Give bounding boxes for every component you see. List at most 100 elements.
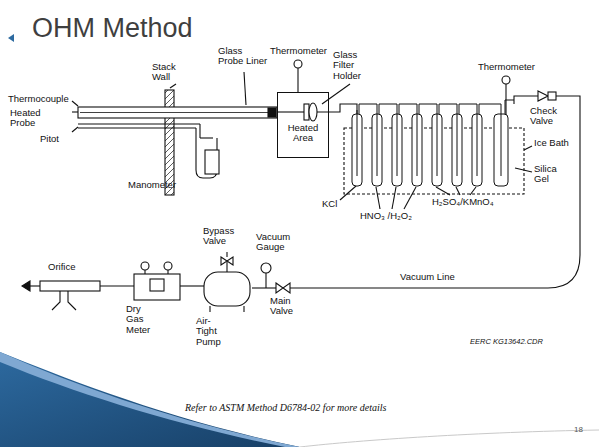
drawing-stroke xyxy=(276,283,290,293)
drawing-stroke xyxy=(317,104,357,114)
drawing-stroke xyxy=(309,103,317,121)
part-label: Bypass Valve xyxy=(203,226,243,247)
drawing-stroke xyxy=(100,285,134,286)
heated-zone-box: Heated Area xyxy=(277,92,329,158)
part-label: Pitot xyxy=(40,134,59,144)
drawing-stroke xyxy=(205,150,219,174)
drawing-stroke xyxy=(479,104,501,114)
drawing-stroke xyxy=(180,285,204,286)
drawing-stroke xyxy=(164,262,172,270)
drawing-stroke xyxy=(377,110,378,176)
drawing-stroke xyxy=(359,104,377,114)
drawing-stroke xyxy=(0,352,300,447)
drawing-stroke xyxy=(40,281,100,291)
drawing-stroke xyxy=(72,127,78,132)
drawing-stroke xyxy=(261,263,271,273)
drawing-stroke xyxy=(80,112,275,113)
drawing-stroke xyxy=(514,96,538,104)
drawing-stroke xyxy=(294,60,302,68)
drawing-stroke xyxy=(265,273,266,288)
drawing-stroke xyxy=(548,92,556,100)
drawing-stroke xyxy=(72,101,78,106)
drawing-stroke xyxy=(304,104,309,120)
drawing-stroke xyxy=(226,262,227,272)
drawing-stroke xyxy=(268,108,276,117)
part-label: HNO₃ /H₂O₂ xyxy=(360,211,412,221)
drawing-stroke xyxy=(340,186,356,200)
part-label: Vacuum Gauge xyxy=(256,232,296,253)
part-label: Air-Tight Pump xyxy=(196,316,230,347)
page-number: 18 xyxy=(574,426,583,435)
drawing-stroke xyxy=(290,96,580,288)
drawing-stroke xyxy=(417,110,418,176)
drawing-stroke xyxy=(252,287,276,288)
drawing-stroke xyxy=(134,274,180,300)
drawing-stroke xyxy=(501,110,502,176)
drawing-stroke xyxy=(538,91,548,101)
drawing-stroke xyxy=(399,104,417,114)
drawing-stroke xyxy=(515,168,532,172)
drawing-stroke xyxy=(352,100,514,186)
drawing-stroke xyxy=(502,76,510,84)
drawing-stroke xyxy=(477,110,478,176)
part-label: Ice Bath xyxy=(534,138,574,148)
part-label: Orifice xyxy=(48,262,75,272)
slide-title: OHM Method xyxy=(32,14,193,44)
drawing-stroke xyxy=(397,110,398,176)
drawing-stroke xyxy=(22,60,580,312)
drawing-stroke xyxy=(357,110,358,176)
drawing-stroke xyxy=(436,187,450,195)
drawing-stroke xyxy=(200,137,213,138)
drawing-stroke xyxy=(243,306,244,312)
part-label: H₂SO₄/KMnO₄ xyxy=(432,197,494,207)
drawing-stroke xyxy=(376,187,380,209)
drawing-stroke xyxy=(505,100,514,114)
drawing-stroke xyxy=(379,104,397,114)
drawing-stroke xyxy=(0,352,300,447)
drawing-stroke xyxy=(167,270,168,274)
drawing-stroke xyxy=(141,262,149,270)
drawing-stroke xyxy=(52,291,60,310)
drawing-stroke xyxy=(456,187,460,195)
part-label: Glass Probe Liner xyxy=(218,46,270,67)
drawing-stroke xyxy=(300,430,599,447)
part-label: KCl xyxy=(322,199,337,209)
drawing-stroke xyxy=(419,104,437,114)
drawing-stroke xyxy=(524,146,532,150)
part-label: Stack Wall xyxy=(152,62,182,83)
drawing-stroke xyxy=(204,272,250,306)
drawing-stroke xyxy=(404,187,416,209)
drawing-stroke xyxy=(78,107,277,118)
drawing-stroke xyxy=(199,124,200,138)
drawing-stroke xyxy=(437,110,438,176)
part-label: Manometer xyxy=(128,180,176,190)
drawing-stroke xyxy=(195,128,196,138)
drawing-stroke xyxy=(221,257,233,265)
drawing-stroke xyxy=(392,187,396,209)
drawing-id: EERC KG13642.CDR xyxy=(470,338,543,346)
drawing-stroke xyxy=(244,72,246,105)
drawing-stroke xyxy=(209,306,210,312)
drawing-stroke xyxy=(470,187,476,195)
part-label: Dry Gas Meter xyxy=(126,304,160,335)
part-label: Glass Filter Holder xyxy=(333,50,373,81)
drawing-stroke xyxy=(8,34,14,42)
drawing-stroke xyxy=(170,84,176,88)
drawing-stroke xyxy=(68,291,76,310)
drawing-stroke xyxy=(144,270,145,274)
drawing-stroke xyxy=(22,281,30,291)
drawing-stroke xyxy=(322,84,350,104)
drawing-stroke xyxy=(459,104,477,114)
part-label: Silica Gel xyxy=(534,164,574,185)
part-label: Heated Probe xyxy=(10,108,46,129)
drawing-stroke xyxy=(78,127,196,128)
part-label: Check Valve xyxy=(530,106,570,127)
reference-note: Refer to ASTM Method D6784-02 for more d… xyxy=(185,402,386,413)
part-label: Vacuum Line xyxy=(400,272,455,282)
box-label: Heated Area xyxy=(283,123,323,144)
drawing-stroke xyxy=(439,104,457,114)
part-label: Thermocouple xyxy=(8,94,69,104)
drawing-stroke xyxy=(297,68,298,92)
drawing-stroke xyxy=(72,111,78,112)
part-label: Thermometer xyxy=(478,62,535,72)
